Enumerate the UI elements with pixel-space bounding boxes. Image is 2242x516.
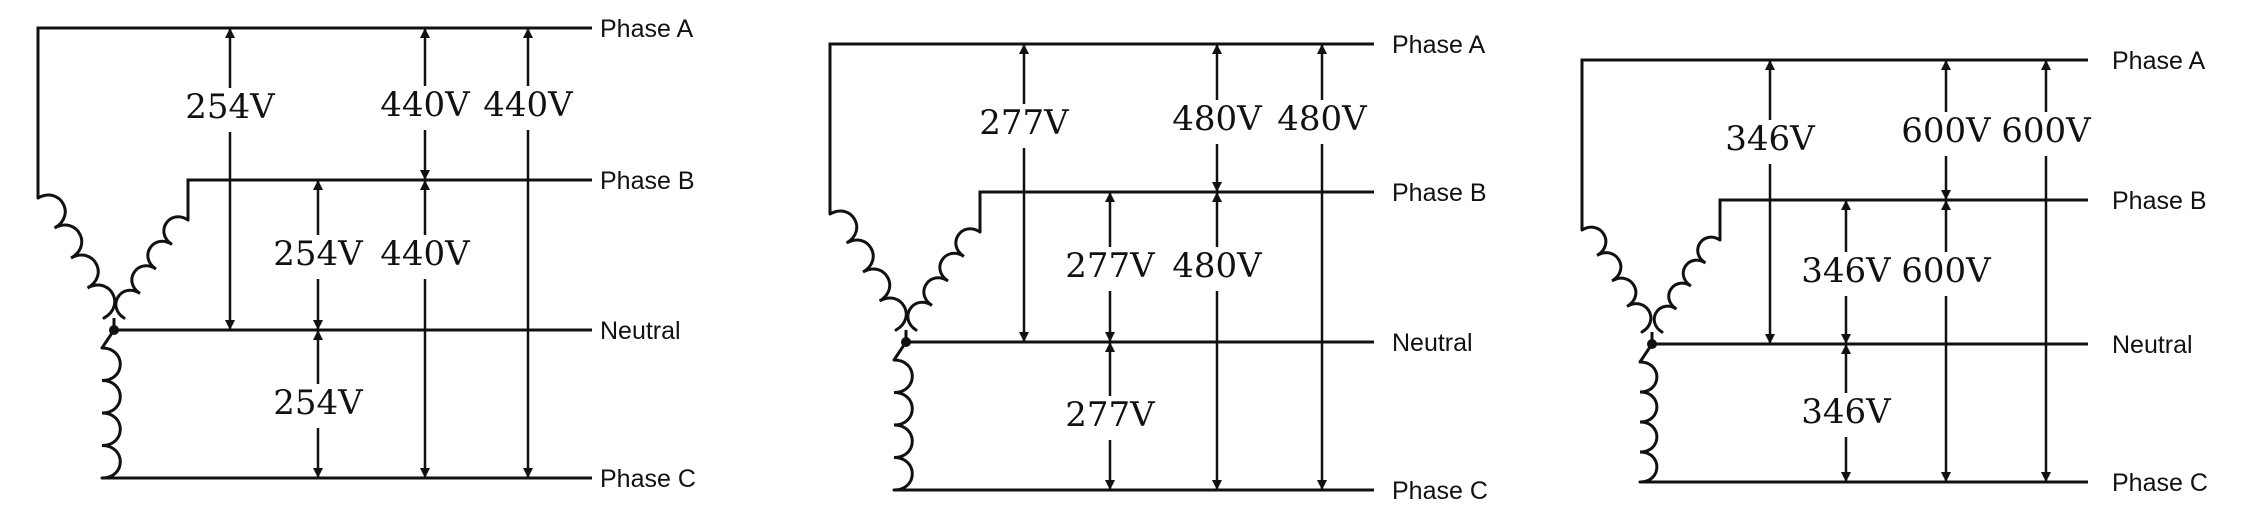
voltage-label-b-c: 480V — [1172, 246, 1263, 286]
voltage-label-b-neutral: 254V — [273, 234, 364, 274]
line-label-neutral: Neutral — [600, 317, 681, 345]
line-label-neutral: Neutral — [1392, 329, 1473, 357]
line-label-phase-c: Phase C — [1392, 477, 1488, 505]
voltage-label-a-c: 600V — [2001, 111, 2092, 151]
line-label-neutral: Neutral — [2112, 331, 2193, 359]
voltage-label-a-c: 480V — [1277, 99, 1368, 139]
voltage-label-a-b: 600V — [1901, 111, 1992, 151]
neutral-node — [109, 325, 119, 335]
phase-b-line — [1718, 198, 2088, 240]
winding-a — [36, 193, 117, 320]
voltage-label-c-neutral: 277V — [1065, 395, 1156, 435]
neutral-node — [901, 337, 911, 347]
winding-a — [1580, 225, 1653, 334]
voltage-label-b-c: 600V — [1901, 251, 1992, 291]
line-label-phase-b: Phase B — [1392, 179, 1487, 207]
winding-b — [906, 227, 982, 332]
winding-b — [1652, 235, 1722, 334]
line-label-phase-a: Phase A — [1392, 31, 1485, 59]
voltage-label-b-neutral: 277V — [1065, 246, 1156, 286]
voltage-label-c-neutral: 346V — [1801, 392, 1892, 432]
voltage-label-c-neutral: 254V — [273, 383, 364, 423]
voltage-label-a-neutral: 254V — [185, 87, 276, 127]
voltage-label-a-neutral: 346V — [1725, 119, 1816, 159]
voltage-label-a-neutral: 277V — [979, 103, 1070, 143]
winding-b — [114, 215, 190, 320]
voltage-label-a-b: 480V — [1172, 99, 1263, 139]
winding-c — [1638, 360, 1659, 484]
voltage-label-b-neutral: 346V — [1801, 251, 1892, 291]
phase-b-line — [186, 178, 592, 220]
line-label-phase-b: Phase B — [2112, 187, 2207, 215]
line-label-phase-a: Phase A — [600, 15, 693, 43]
line-label-phase-c: Phase C — [2112, 469, 2208, 497]
winding-a — [828, 209, 908, 332]
winding-c — [100, 346, 122, 480]
line-label-phase-b: Phase B — [600, 167, 695, 195]
voltage-label-b-c: 440V — [380, 234, 471, 274]
voltage-label-a-c: 440V — [483, 85, 574, 125]
phase-a-line — [1580, 58, 2088, 230]
line-label-phase-a: Phase A — [2112, 47, 2205, 75]
neutral-node — [1647, 339, 1657, 349]
voltage-label-a-b: 440V — [380, 85, 471, 125]
winding-c — [892, 358, 914, 492]
phase-a-line — [828, 42, 1374, 214]
line-label-phase-c: Phase C — [600, 465, 696, 493]
phase-b-line — [978, 190, 1374, 232]
phase-a-line — [36, 26, 592, 198]
